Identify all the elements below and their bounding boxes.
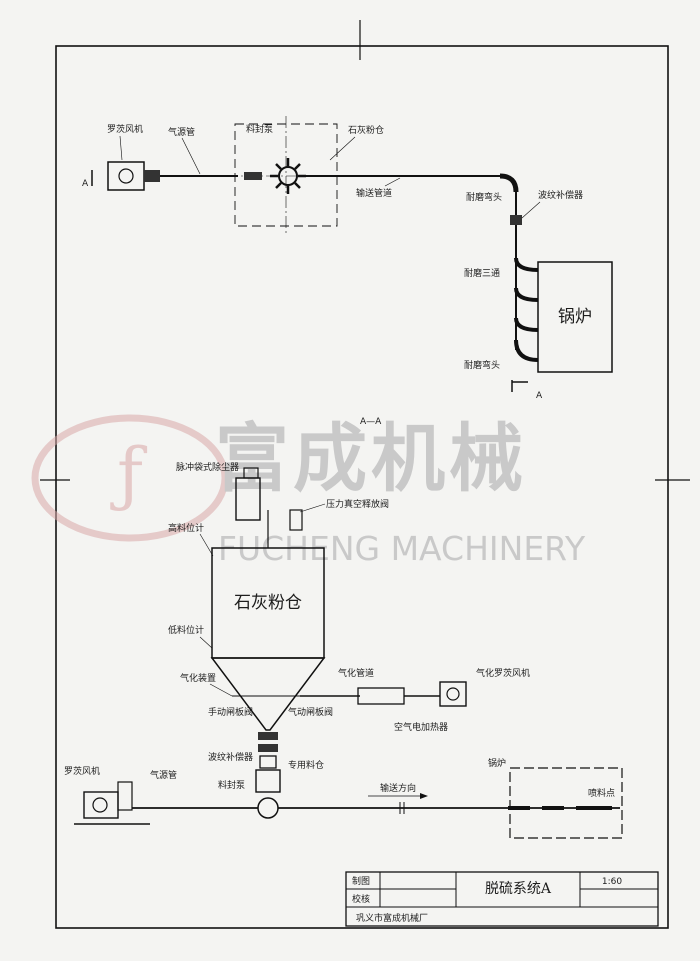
watermark-chinese: 富成机械	[215, 416, 527, 502]
bellows-icon	[259, 755, 277, 769]
company-name: 巩义市富成机械厂	[356, 912, 428, 924]
top-lime-silo-label: 石灰粉仓	[348, 124, 384, 136]
bellows-label: 波纹补偿器	[208, 751, 253, 763]
fluid-blower-icon	[439, 681, 467, 707]
pressure-valve-label: 压力真空释放阀	[326, 498, 389, 510]
top-feed-pump-icon	[278, 166, 298, 186]
top-boiler	[537, 261, 613, 373]
top-conveying-pipe-label: 输送管道	[356, 187, 392, 199]
section-title: A—A	[360, 417, 382, 427]
drawing-border	[55, 45, 669, 929]
pulse-filter-label: 脉冲袋式除尘器	[176, 461, 239, 473]
manual-gate-label: 手动闸板阀	[208, 706, 253, 718]
fluid-pipe-label: 气化管道	[338, 667, 374, 679]
section-mark-left: A	[82, 179, 89, 189]
top-branches	[514, 257, 539, 362]
top-feed-pump-label: 料封泵	[246, 123, 273, 135]
air-heater-icon	[357, 687, 405, 705]
top-boiler-label: 锅炉	[558, 307, 592, 327]
top-bellows-label: 波纹补偿器	[538, 189, 583, 201]
top-view: 罗茨风机 A 气源管 料封泵 石灰粉仓 输送管道 耐磨弯头 波纹补偿器	[82, 116, 613, 401]
top-wear-tee-label: 耐磨三通	[464, 267, 500, 279]
top-wear-elbow-1	[499, 173, 519, 193]
pneumatic-gate-label: 气动闸板阀	[288, 706, 333, 718]
checked-by-label: 校核	[352, 893, 370, 905]
section-view: A—A 脉冲袋式除尘器 压力真空释放阀 高料位计 石灰粉仓 低料位计 气化装置 …	[64, 417, 623, 839]
feed-pump-label: 料封泵	[218, 779, 245, 791]
special-bin-icon	[255, 769, 281, 793]
watermark-logo-ring	[31, 414, 229, 542]
top-bellows-icon	[510, 215, 522, 225]
top-wear-elbow-2-label: 耐磨弯头	[464, 359, 500, 371]
drawing-title: 脱硫系统A	[485, 881, 552, 897]
air-pipe-label: 气源管	[150, 769, 177, 781]
watermark: ƒ 富成机械 FUCHENG MACHINERY	[31, 414, 586, 568]
section-mark-bottom: A	[536, 391, 543, 401]
direction-label: 输送方向	[380, 782, 416, 794]
watermark-logo-glyph: ƒ	[110, 433, 148, 515]
manual-gate-icon	[258, 732, 278, 740]
special-bin-label: 专用料仓	[288, 759, 324, 771]
roots-blower-icon	[83, 791, 119, 819]
low-level-label: 低料位计	[168, 624, 204, 636]
high-level-label: 高料位计	[168, 522, 204, 534]
drawn-by-label: 制图	[352, 875, 370, 887]
title-block: 制图 校核 脱硫系统A 1:60 巩义市富成机械厂	[345, 871, 659, 927]
spray-point-label: 喷料点	[588, 787, 615, 799]
top-wear-elbow-1-label: 耐磨弯头	[466, 191, 502, 203]
roots-blower-label: 罗茨风机	[64, 765, 100, 777]
top-air-pipe-label: 气源管	[168, 126, 195, 138]
boiler-outline	[509, 767, 623, 839]
pneumatic-gate-icon	[258, 744, 278, 752]
fluidizer-label: 气化装置	[180, 672, 216, 684]
top-roots-blower-icon	[107, 161, 145, 191]
silo-label: 石灰粉仓	[234, 593, 302, 613]
feed-pump-icon	[257, 797, 279, 819]
fluid-blower-label: 气化罗茨风机	[476, 667, 530, 679]
drawing-scale: 1:60	[602, 877, 622, 887]
air-heater-label: 空气电加热器	[394, 721, 448, 733]
top-roots-blower-label: 罗茨风机	[107, 123, 143, 135]
silo-cone	[210, 657, 326, 731]
pressure-valve-icon	[289, 509, 303, 531]
boiler-label: 锅炉	[488, 757, 506, 769]
